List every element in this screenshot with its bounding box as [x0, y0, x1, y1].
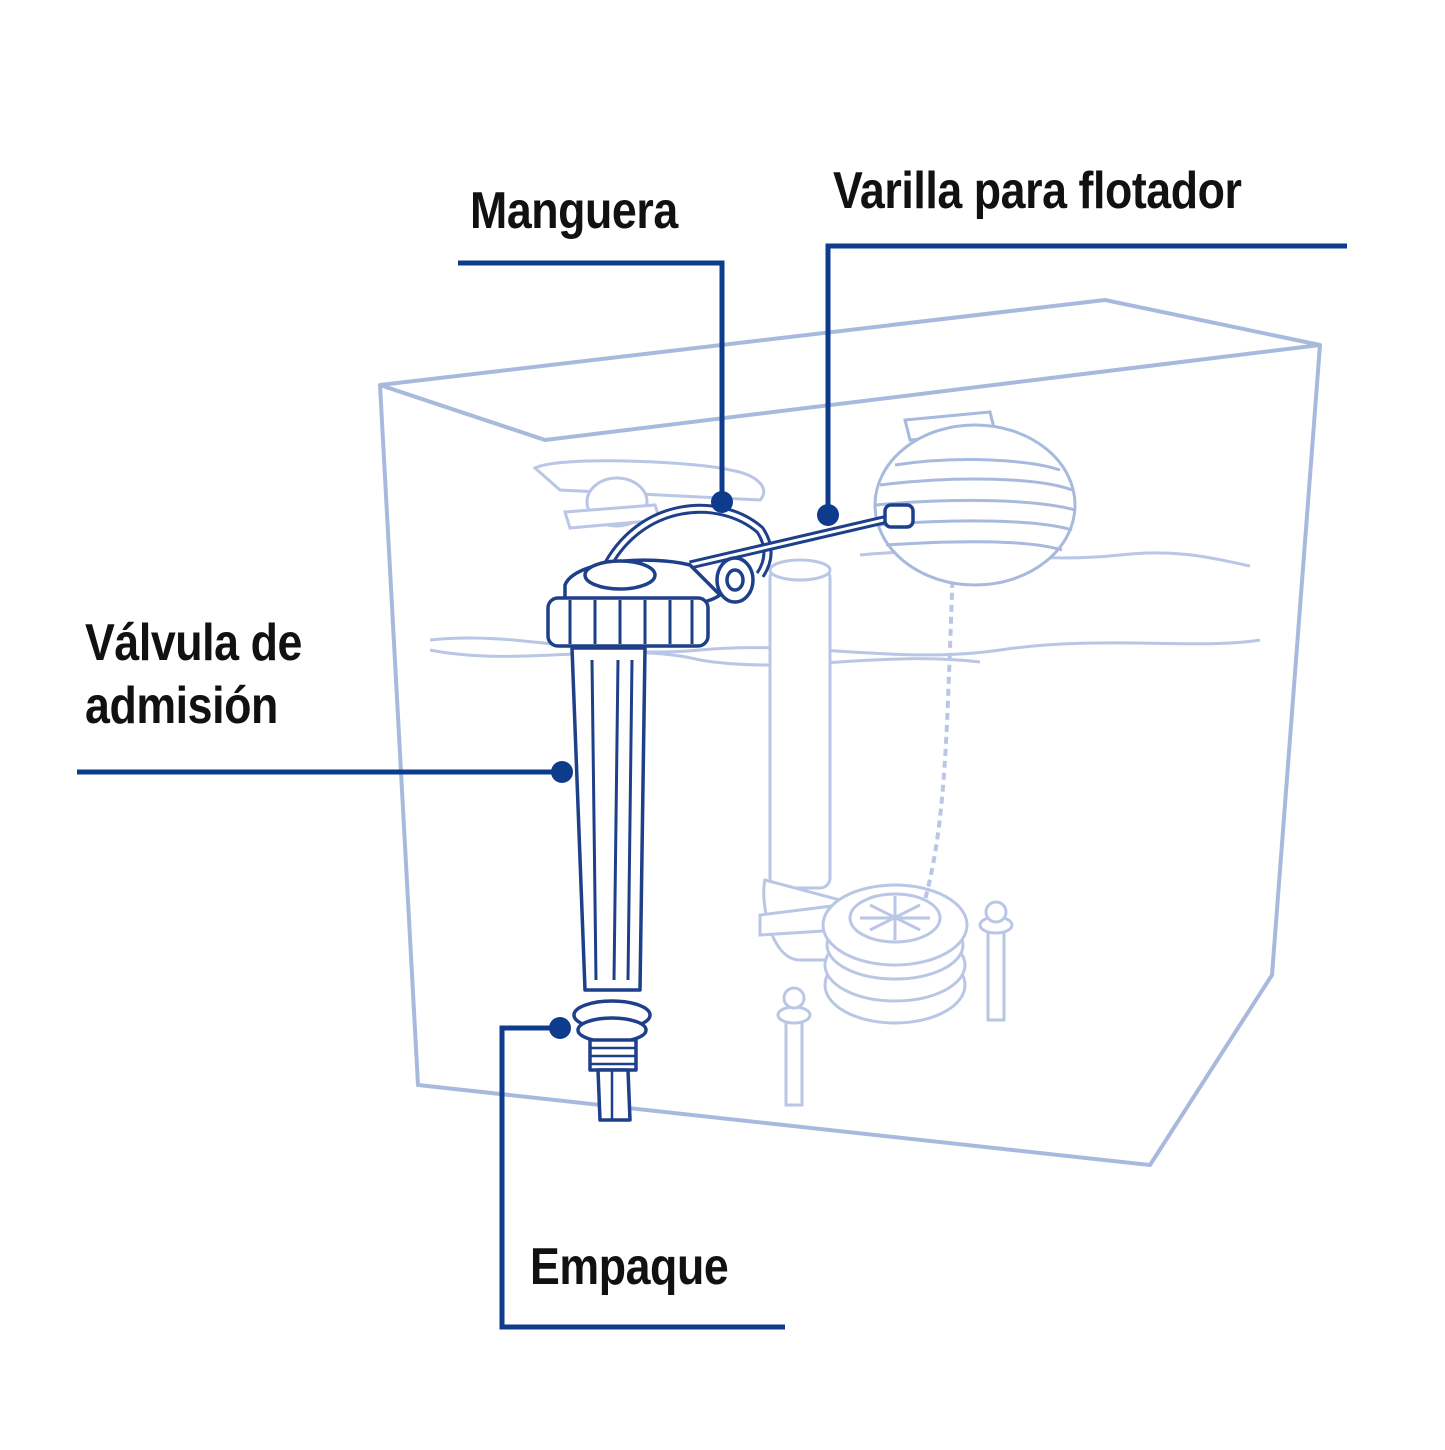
label-empaque: Empaque	[530, 1238, 729, 1296]
leader-manguera	[458, 260, 725, 500]
label-valvula-line1: Válvula de	[85, 614, 302, 672]
label-valvula-de-admision: Válvula de admisión	[85, 612, 302, 739]
float-ball	[873, 410, 1077, 587]
tank-outline	[378, 298, 1322, 1167]
dot-manguera	[711, 491, 733, 513]
leader-varilla	[825, 243, 1347, 515]
overflow-tube	[758, 558, 842, 962]
flapper-valve	[821, 883, 969, 1025]
dot-empaque	[549, 1017, 571, 1039]
dot-varilla	[817, 504, 839, 526]
leader-dots	[549, 491, 839, 1039]
label-varilla-para-flotador: Varilla para flotador	[833, 162, 1242, 220]
label-manguera: Manguera	[470, 182, 678, 240]
tank-bolts	[776, 900, 1014, 1107]
dot-valvula	[551, 761, 573, 783]
fill-valve	[546, 503, 915, 1122]
leader-empaque	[499, 1025, 785, 1330]
label-valvula-line2: admisión	[85, 677, 278, 736]
leader-lines	[77, 243, 1347, 1330]
